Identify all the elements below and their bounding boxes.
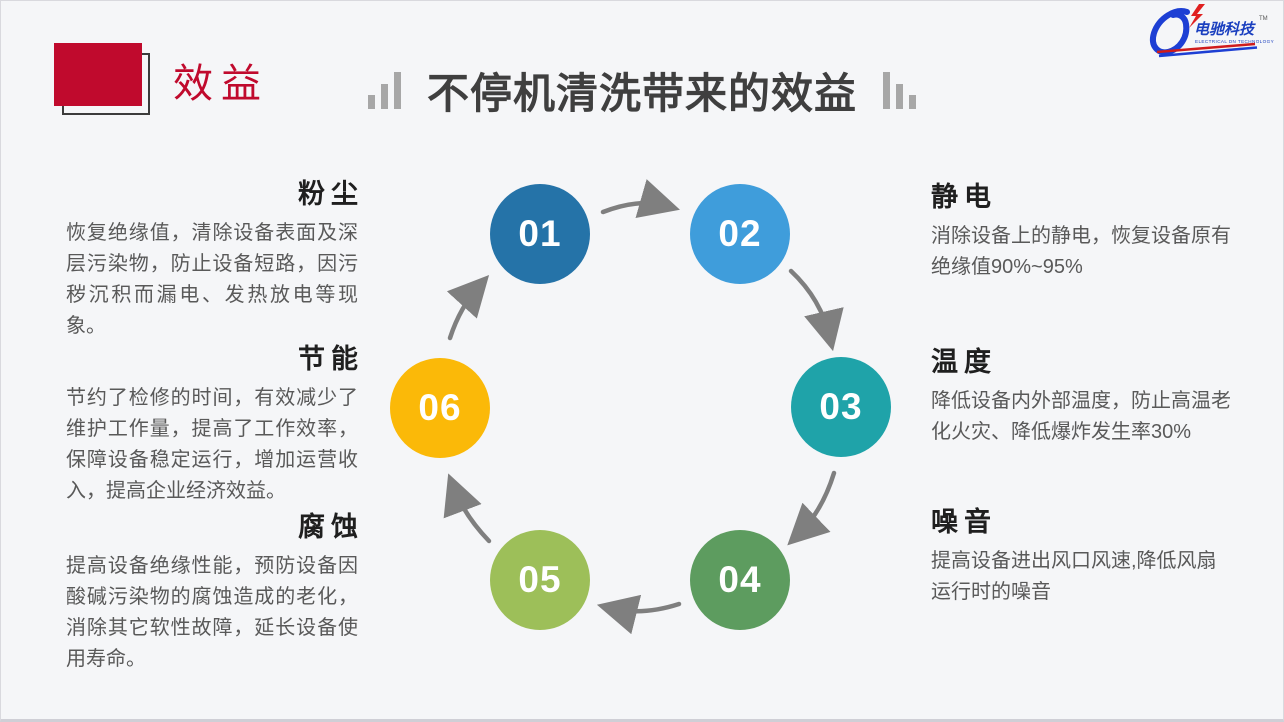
logo-brand-text: 电驰科技 bbox=[1194, 21, 1256, 38]
step-number: 06 bbox=[418, 387, 462, 428]
benefit-noise: 噪音 提高设备进出风口风速,降低风扇运行时的噪音 bbox=[931, 507, 1233, 608]
arrow-05-to-06-icon bbox=[443, 473, 492, 544]
arrow-01-to-02-icon bbox=[600, 179, 680, 219]
logo-lightning-icon bbox=[1189, 4, 1205, 28]
benefit-body: 节约了检修的时间，有效减少了维护工作量，提高了工作效率，保障设备稳定运行，增加运… bbox=[66, 387, 358, 503]
cycle-step-04: 04 bbox=[690, 530, 790, 630]
benefit-body: 降低设备内外部温度，防止高温老化火灾、降低爆炸发生率30% bbox=[931, 390, 1231, 444]
corner-red-box bbox=[54, 43, 142, 106]
logo-d-swoosh-icon bbox=[1150, 8, 1190, 56]
benefit-corrosion: 腐蚀 提高设备绝缘性能，预防设备因酸碱污染物的腐蚀造成的老化，消除其它软性故障，… bbox=[66, 512, 358, 675]
section-label: 效益 bbox=[173, 62, 269, 106]
step-number: 02 bbox=[718, 213, 762, 254]
arrow-02-to-03-icon bbox=[788, 268, 844, 352]
benefit-static-electricity: 静电 消除设备上的静电，恢复设备原有绝缘值90%~95% bbox=[931, 182, 1233, 283]
benefit-heading: 温度 bbox=[931, 347, 997, 377]
brand-logo: 电驰科技 TM ELECTRICAL DN TECHNOLOGY bbox=[1147, 3, 1275, 63]
benefit-energy-saving: 节能 节约了检修的时间，有效减少了维护工作量，提高了工作效率，保障设备稳定运行，… bbox=[66, 344, 358, 507]
cycle-step-06: 06 bbox=[390, 358, 490, 458]
benefit-body: 恢复绝缘值，清除设备表面及深层污染物，防止设备短路，因污秽沉积而漏电、发热放电等… bbox=[66, 222, 358, 338]
cycle-step-02: 02 bbox=[690, 184, 790, 284]
step-number: 05 bbox=[518, 559, 562, 600]
benefit-heading: 噪音 bbox=[931, 507, 997, 537]
cycle-step-01: 01 bbox=[490, 184, 590, 284]
logo-underline-red bbox=[1156, 42, 1256, 54]
benefit-heading: 节能 bbox=[298, 344, 364, 374]
cycle-step-05: 05 bbox=[490, 530, 590, 630]
title-deco-bars-left-icon bbox=[367, 72, 401, 117]
brand-logo-graphic: 电驰科技 TM ELECTRICAL DN TECHNOLOGY bbox=[1150, 4, 1274, 58]
logo-subtext: ELECTRICAL DN TECHNOLOGY bbox=[1195, 39, 1274, 44]
logo-underline-blue bbox=[1158, 46, 1258, 58]
benefit-body: 提高设备绝缘性能，预防设备因酸碱污染物的腐蚀造成的老化，消除其它软性故障，延长设… bbox=[66, 555, 358, 671]
title-row: 不停机清洗带来的效益 bbox=[1, 70, 1283, 117]
benefit-heading: 粉尘 bbox=[298, 179, 364, 209]
benefit-dust: 粉尘 恢复绝缘值，清除设备表面及深层污染物，防止设备短路，因污秽沉积而漏电、发热… bbox=[66, 179, 358, 342]
benefit-heading: 腐蚀 bbox=[298, 512, 364, 542]
benefit-heading: 静电 bbox=[931, 182, 997, 212]
step-number: 03 bbox=[819, 386, 863, 427]
benefit-body: 提高设备进出风口风速,降低风扇运行时的噪音 bbox=[931, 550, 1217, 604]
step-number: 01 bbox=[518, 213, 562, 254]
arrow-03-to-04-icon bbox=[787, 470, 837, 546]
step-number: 04 bbox=[718, 559, 762, 600]
arrow-04-to-05-icon bbox=[596, 594, 682, 635]
title-deco-bars-right-icon bbox=[883, 72, 916, 117]
benefit-body: 消除设备上的静电，恢复设备原有绝缘值90%~95% bbox=[931, 225, 1231, 279]
benefit-temperature: 温度 降低设备内外部温度，防止高温老化火灾、降低爆炸发生率30% bbox=[931, 347, 1233, 448]
logo-trademark: TM bbox=[1259, 16, 1268, 22]
arrow-06-to-01-icon bbox=[446, 275, 490, 341]
cycle-step-03: 03 bbox=[791, 357, 891, 457]
page-title: 不停机清洗带来的效益 bbox=[426, 70, 857, 117]
